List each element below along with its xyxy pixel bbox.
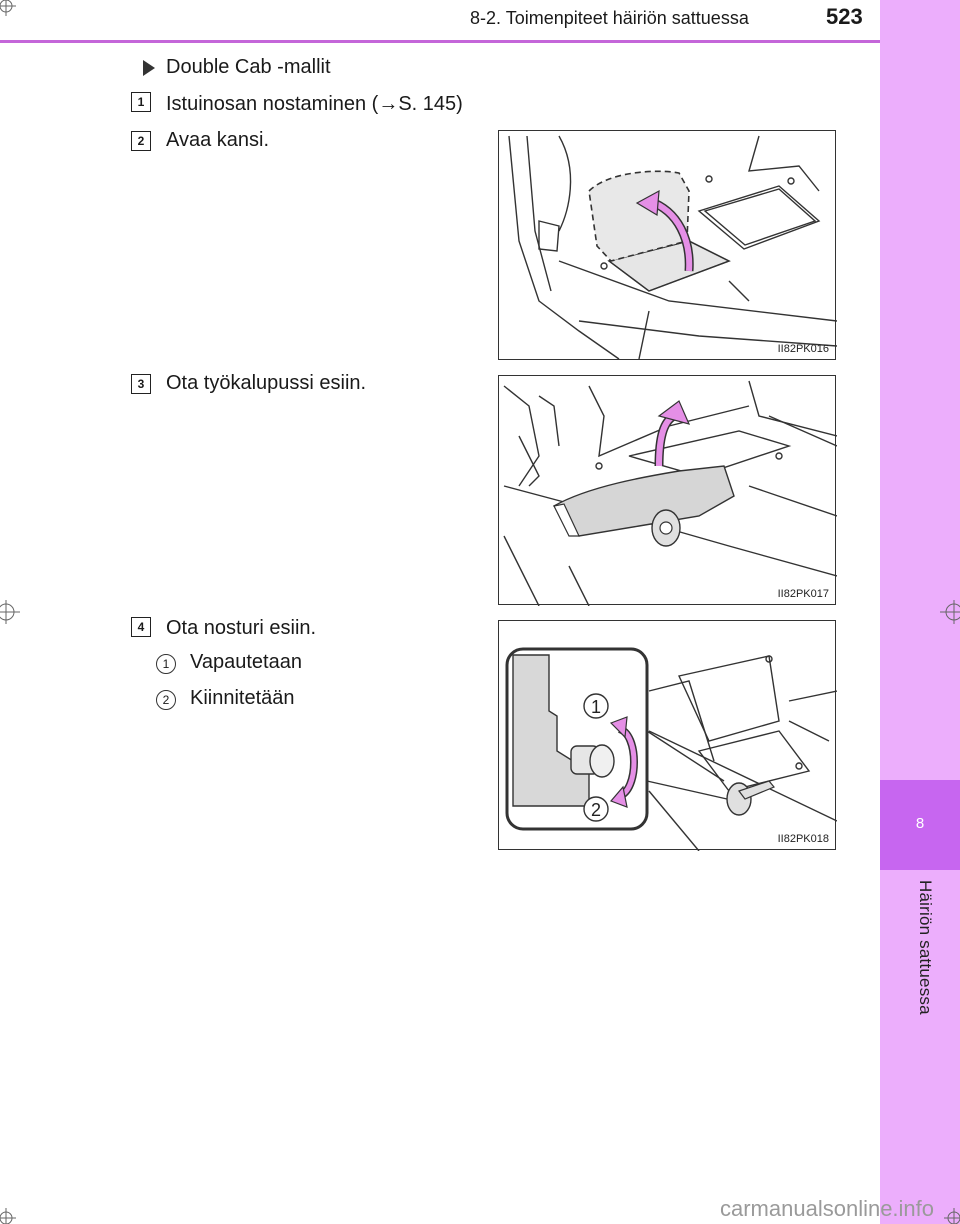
callout-tighten: 2: [591, 800, 601, 820]
chapter-tab-active: [880, 780, 960, 870]
step-text: Ota nosturi esiin.: [166, 617, 317, 639]
figure-code: II82PK018: [777, 833, 829, 845]
figure-jack: 1 2 II82PK018: [498, 620, 837, 851]
chapter-label: Häiriön sattuessa: [916, 880, 935, 1015]
step-number-box: 3: [131, 374, 151, 394]
figure-code: II82PK017: [777, 588, 829, 600]
cover-illustration: [508, 135, 837, 360]
figure-open-cover: II82PK016: [498, 130, 837, 360]
jack-illustration: 1 2: [505, 647, 837, 851]
section-title: 8-2. Toimenpiteet häiriön sattuessa: [470, 8, 749, 28]
step-number-box: 4: [131, 617, 151, 637]
page-number: 523: [826, 4, 863, 29]
step-text: Ota työkalupussi esiin.: [166, 372, 367, 394]
substep-text: Kiinnitetään: [190, 687, 295, 709]
step-text: Avaa kansi.: [166, 129, 270, 151]
tool-bag-illustration: [503, 380, 837, 606]
chapter-number: 8: [915, 815, 925, 832]
step-text: Istuinosan nostaminen (→S. 145): [166, 93, 463, 115]
triangle-bullet-icon: [143, 60, 155, 76]
substep-text: Vapautetaan: [190, 651, 302, 673]
callout-release: 1: [591, 697, 601, 717]
step-number-box: 1: [131, 92, 151, 112]
watermark: carmanualsonline.info: [720, 1196, 935, 1221]
figure-tool-bag: II82PK017: [498, 375, 837, 606]
header-rule: [0, 40, 880, 43]
substep-number: 1: [156, 654, 176, 674]
section-heading: Double Cab -mallit: [166, 56, 331, 78]
substep-number: 2: [156, 690, 176, 710]
step-number-box: 2: [131, 131, 151, 151]
figure-code: II82PK016: [777, 343, 829, 355]
